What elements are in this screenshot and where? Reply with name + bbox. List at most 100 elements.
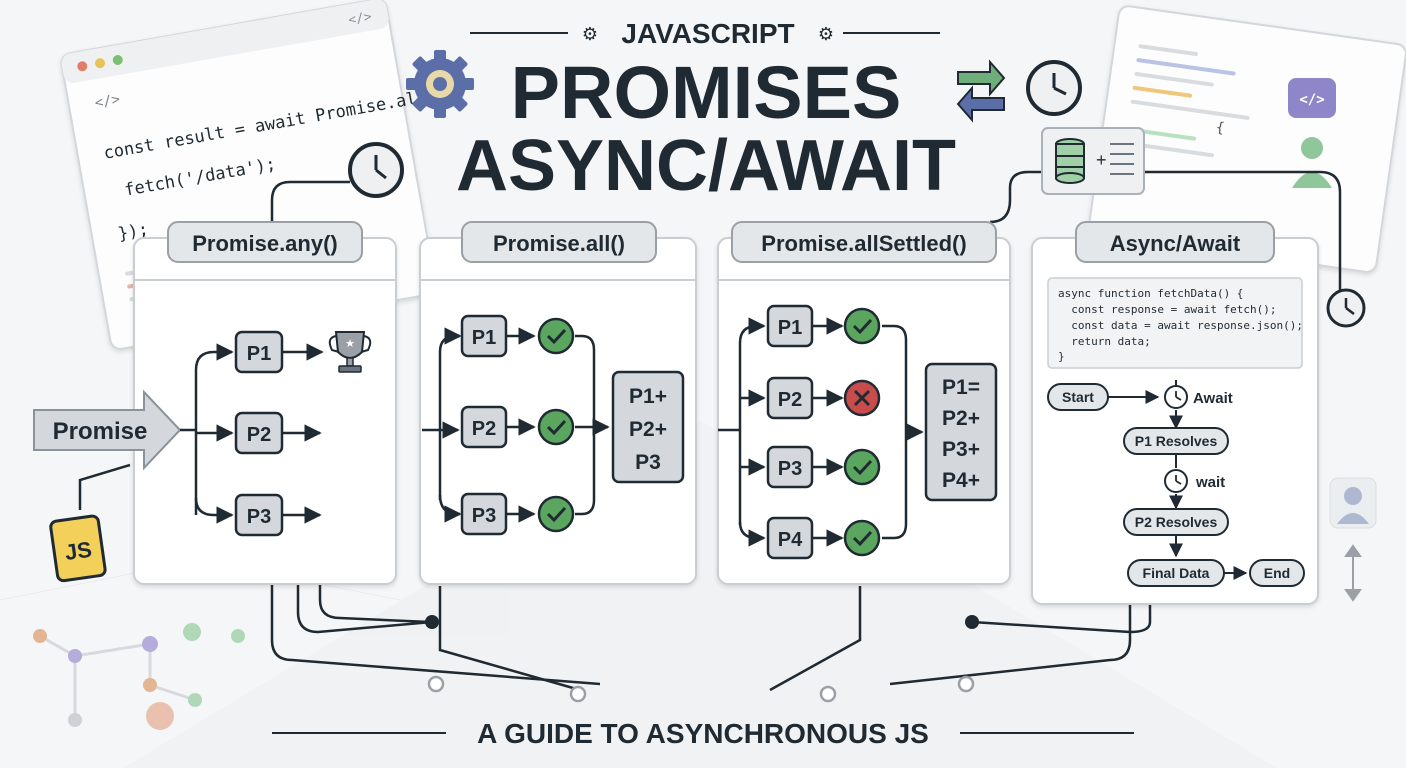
all-result-line-1: P1+ [629, 385, 667, 408]
svg-text:★: ★ [345, 338, 355, 350]
flow-wait-clock-icon [1164, 469, 1188, 493]
flow-wait-label: wait [1195, 474, 1225, 491]
check-icon [537, 408, 575, 446]
asyncawait-flow-lines [1108, 380, 1248, 580]
flow-final-label: Final Data [1143, 565, 1210, 581]
cross-icon [843, 379, 881, 417]
allsettled-result-line-4: P4+ [942, 469, 980, 492]
small-gear-icon-right: ⚙ [818, 24, 834, 44]
any-node-p1-label: P1 [247, 343, 271, 365]
js-badge: JS [49, 514, 107, 583]
allsettled-result-line-3: P3+ [942, 438, 980, 461]
all-node-p1-label: P1 [472, 327, 496, 349]
title-pill-allsettled: Promise.allSettled() [731, 221, 997, 263]
flow-end-pill: End [1249, 559, 1305, 587]
code-chat-icon [1288, 78, 1336, 118]
small-gear-icon-left: ⚙ [582, 24, 598, 44]
any-node-p1: P1 [234, 330, 284, 374]
all-result-line-3: P3 [635, 451, 661, 474]
trophy-icon: ★ [328, 331, 372, 373]
all-node-p2-label: P2 [472, 418, 496, 440]
flow-start-pill: Start [1047, 383, 1109, 411]
allsettled-node-p2: P2 [766, 376, 814, 420]
side-clock-icon [1326, 288, 1366, 328]
all-flow [422, 327, 610, 523]
async-code-line-2: const response = await fetch(); [1058, 303, 1277, 316]
title-pill-any: Promise.any() [167, 221, 363, 263]
flow-p2-resolves-pill: P2 Resolves [1123, 508, 1229, 536]
js-badge-label: JS [63, 537, 93, 566]
allsettled-node-p1-label: P1 [778, 317, 802, 339]
brace-glyph: { [1215, 120, 1226, 137]
flow-end-label: End [1264, 565, 1290, 581]
window-min-dot [95, 58, 106, 69]
check-icon [843, 307, 881, 345]
title-pill-all: Promise.all() [461, 221, 657, 263]
flow-start-label: Start [1062, 389, 1094, 405]
panel-title-asyncawait: Async/Await [1110, 231, 1241, 256]
all-node-p1: P1 [460, 314, 508, 358]
flow-p1-label: P1 Resolves [1135, 433, 1218, 449]
any-node-p2: P2 [234, 411, 284, 455]
allsettled-node-p2-label: P2 [778, 389, 802, 411]
allsettled-result-line-1: P1= [942, 376, 980, 399]
allsettled-node-p4-label: P4 [778, 529, 803, 551]
code-chat-label: </> [1299, 92, 1324, 108]
flow-await-clock-icon [1164, 385, 1188, 409]
all-node-p2: P2 [460, 405, 508, 449]
panel-title-allsettled: Promise.allSettled() [761, 231, 966, 256]
any-node-p2-label: P2 [247, 424, 271, 446]
panel-title-all: Promise.all() [493, 231, 625, 256]
header: ⚙ ⚙ JAVASCRIPT PROMISES ASYNC/AWAIT [406, 18, 1082, 206]
footer: A GUIDE TO ASYNCHRONOUS JS [272, 718, 1134, 749]
check-icon [537, 495, 575, 533]
svg-text:+: + [1096, 150, 1107, 170]
side-user-icon [1329, 477, 1377, 529]
allsettled-node-p1: P1 [766, 304, 814, 348]
connector-lines [78, 170, 1342, 692]
user-avatar-icon [1292, 137, 1332, 188]
footer-subtitle: A GUIDE TO ASYNCHRONOUS JS [477, 718, 929, 749]
all-node-p3-label: P3 [472, 505, 496, 527]
any-flow [180, 343, 324, 524]
window-close-dot [77, 61, 88, 72]
flow-p1-resolves-pill: P1 Resolves [1123, 427, 1229, 455]
check-icon [843, 519, 881, 557]
allsettled-status-icons [843, 307, 881, 557]
clock-icon [1026, 60, 1082, 116]
allsettled-node-p4: P4 [766, 516, 814, 560]
async-code-line-3: const data = await response.json(); [1058, 319, 1303, 332]
check-icon [537, 317, 575, 355]
async-code-line-5: } [1058, 350, 1065, 363]
flow-await-label: Await [1193, 390, 1233, 407]
async-code-line-4: return data; [1058, 335, 1151, 348]
all-node-p3: P3 [460, 492, 508, 536]
gear-icon [406, 50, 474, 118]
allsettled-flow [718, 317, 924, 547]
flow-final-data-pill: Final Data [1127, 559, 1225, 587]
all-result-line-2: P2+ [629, 418, 667, 441]
title-pill-asyncawait: Async/Await [1075, 221, 1275, 263]
async-code-line-1: async function fetchData() { [1058, 287, 1243, 300]
flow-p2-label: P2 Resolves [1135, 514, 1218, 530]
code-tag-icon: </> [347, 9, 373, 28]
stopwatch-icon [348, 142, 404, 198]
promise-input-arrow: Promise [33, 389, 182, 471]
promise-input-label: Promise [53, 418, 148, 445]
any-node-p3: P3 [234, 493, 284, 537]
main-title-line-2: ASYNC/AWAIT [456, 126, 956, 206]
allsettled-node-p3: P3 [766, 445, 814, 489]
any-node-p3-label: P3 [247, 506, 271, 528]
kicker-title: JAVASCRIPT [621, 18, 794, 49]
network-decoration [33, 623, 245, 730]
asyncawait-code-block: async function fetchData() { const respo… [1047, 277, 1303, 369]
panel-title-any: Promise.any() [192, 231, 338, 256]
allsettled-result-box: P1= P2+ P3+ P4+ [924, 362, 998, 502]
all-result-box: P1+ P2+ P3 [611, 370, 685, 484]
connector-dots [425, 615, 979, 703]
allsettled-result-line-2: P2+ [942, 407, 980, 430]
scroll-arrows-icon [1344, 544, 1362, 602]
main-title-line-1: PROMISES [511, 51, 902, 134]
panel-promise-any [133, 237, 397, 585]
